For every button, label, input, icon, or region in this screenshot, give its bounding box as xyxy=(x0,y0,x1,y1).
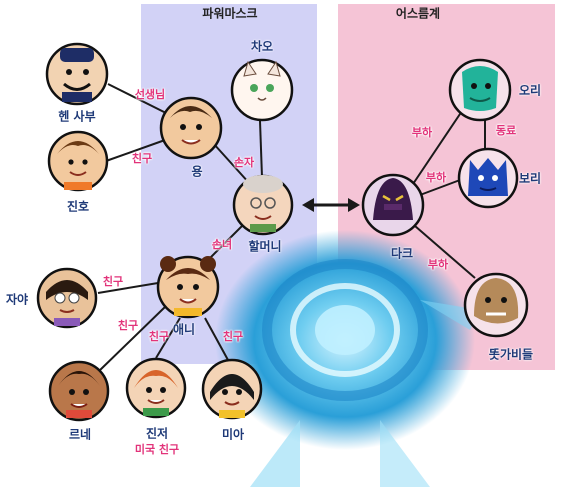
name-annie: 애니 xyxy=(172,322,196,337)
line-mia-annie xyxy=(204,317,229,361)
node-yong xyxy=(159,96,223,160)
node-jinjeo xyxy=(125,357,187,419)
line-grandma-annie xyxy=(209,221,247,259)
relation-dark-ori: 부하 xyxy=(411,126,433,139)
node-ori xyxy=(448,58,512,122)
name-ttokkabi: 똣가비들 xyxy=(488,347,534,362)
relation-hen-yong: 선생님 xyxy=(134,88,166,101)
name-yong: 용 xyxy=(191,164,203,179)
node-mia xyxy=(201,358,263,420)
name-rene: 르네 xyxy=(68,427,92,442)
relation-zaya-annie: 친구 xyxy=(102,275,124,288)
name-dark: 다크 xyxy=(390,246,414,261)
name-jinho: 진호 xyxy=(66,199,90,214)
portal-illustration xyxy=(215,230,480,487)
name-ori: 오리 xyxy=(518,83,542,98)
line-zaya-annie xyxy=(97,282,159,294)
node-jinho xyxy=(47,130,109,192)
powermask-title: 파워마스크 xyxy=(202,6,258,21)
line-rene-annie xyxy=(97,305,167,373)
dusk-title: 어스름계 xyxy=(395,6,441,21)
line-dark-ori xyxy=(412,110,463,185)
node-rene xyxy=(48,360,110,422)
node-grandma xyxy=(232,174,294,236)
name-jinjeo-subtitle: 미국 친구 xyxy=(134,443,180,456)
relation-yong-grandma: 손자 xyxy=(233,156,255,169)
node-bori xyxy=(457,147,519,209)
relation-grandma-annie: 손녀 xyxy=(211,238,233,251)
relation-dark-bori: 부하 xyxy=(425,171,447,184)
connector-lines xyxy=(97,83,486,373)
line-jinjeo-annie xyxy=(155,317,181,359)
relation-jinjeo-annie: 친구 xyxy=(148,330,170,343)
line-yong-grandma xyxy=(212,142,251,185)
rivalry-arrow xyxy=(302,198,360,212)
relation-mia-annie: 친구 xyxy=(222,330,244,343)
node-chao xyxy=(230,58,294,122)
name-grandma: 할머니 xyxy=(248,239,282,254)
node-dark xyxy=(361,173,425,237)
line-chao-grandma xyxy=(259,120,263,178)
name-bori: 보리 xyxy=(518,171,542,186)
node-annie xyxy=(156,255,220,319)
relation-dark-ttokkabi: 부하 xyxy=(427,258,449,271)
node-zaya xyxy=(36,267,98,329)
name-hen: 헨 사부 xyxy=(58,109,96,124)
node-hen xyxy=(45,42,109,106)
name-mia: 미아 xyxy=(221,427,245,442)
line-hen-yong xyxy=(107,83,171,116)
name-chao: 차오 xyxy=(250,39,274,54)
node-ttokkabi xyxy=(463,272,529,338)
line-dark-bori xyxy=(419,179,461,196)
name-zaya: 자야 xyxy=(5,292,29,307)
relation-jinho-yong: 친구 xyxy=(131,152,153,165)
name-jinjeo: 진저 xyxy=(145,426,169,441)
line-jinho-yong xyxy=(105,139,166,162)
line-dark-ttokkabi xyxy=(414,225,476,279)
relation-ori-bori: 동료 xyxy=(495,124,517,137)
relation-rene-annie: 친구 xyxy=(117,319,139,332)
